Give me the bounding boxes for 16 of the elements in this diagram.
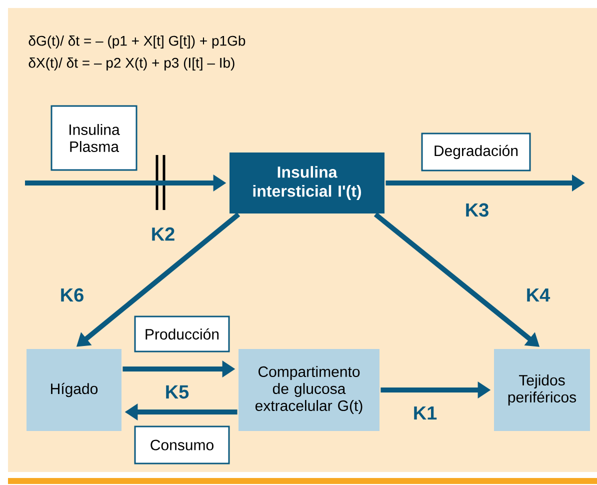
label-box: Insulina Plasma [50,105,138,171]
compartment-box: Hígado [26,349,122,431]
rate-label: K6 [61,288,84,302]
rate-label: K4 [527,288,550,302]
rate-label: K2 [152,227,174,241]
rate-label: K3 [466,203,488,217]
compartment-box: Compartimento de glucosa extracelular G(t) [238,349,380,431]
equation: δX(t)/ δt = – p2 X(t) + p3 (I[t] – Ib) [28,57,234,71]
label-box: Consumo [134,426,230,464]
label-box: Degradación [421,132,531,172]
rate-label: K5 [166,385,189,399]
label-box: Producción [134,316,230,352]
compartment-box: Insulina intersticial I'(t) [230,152,384,214]
compartment-box: Tejidos periféricos [494,349,590,431]
rate-label: K1 [414,406,437,420]
equation: δG(t)/ δt = – (p1 + X[t] G[t]) + p1Gb [28,35,246,49]
